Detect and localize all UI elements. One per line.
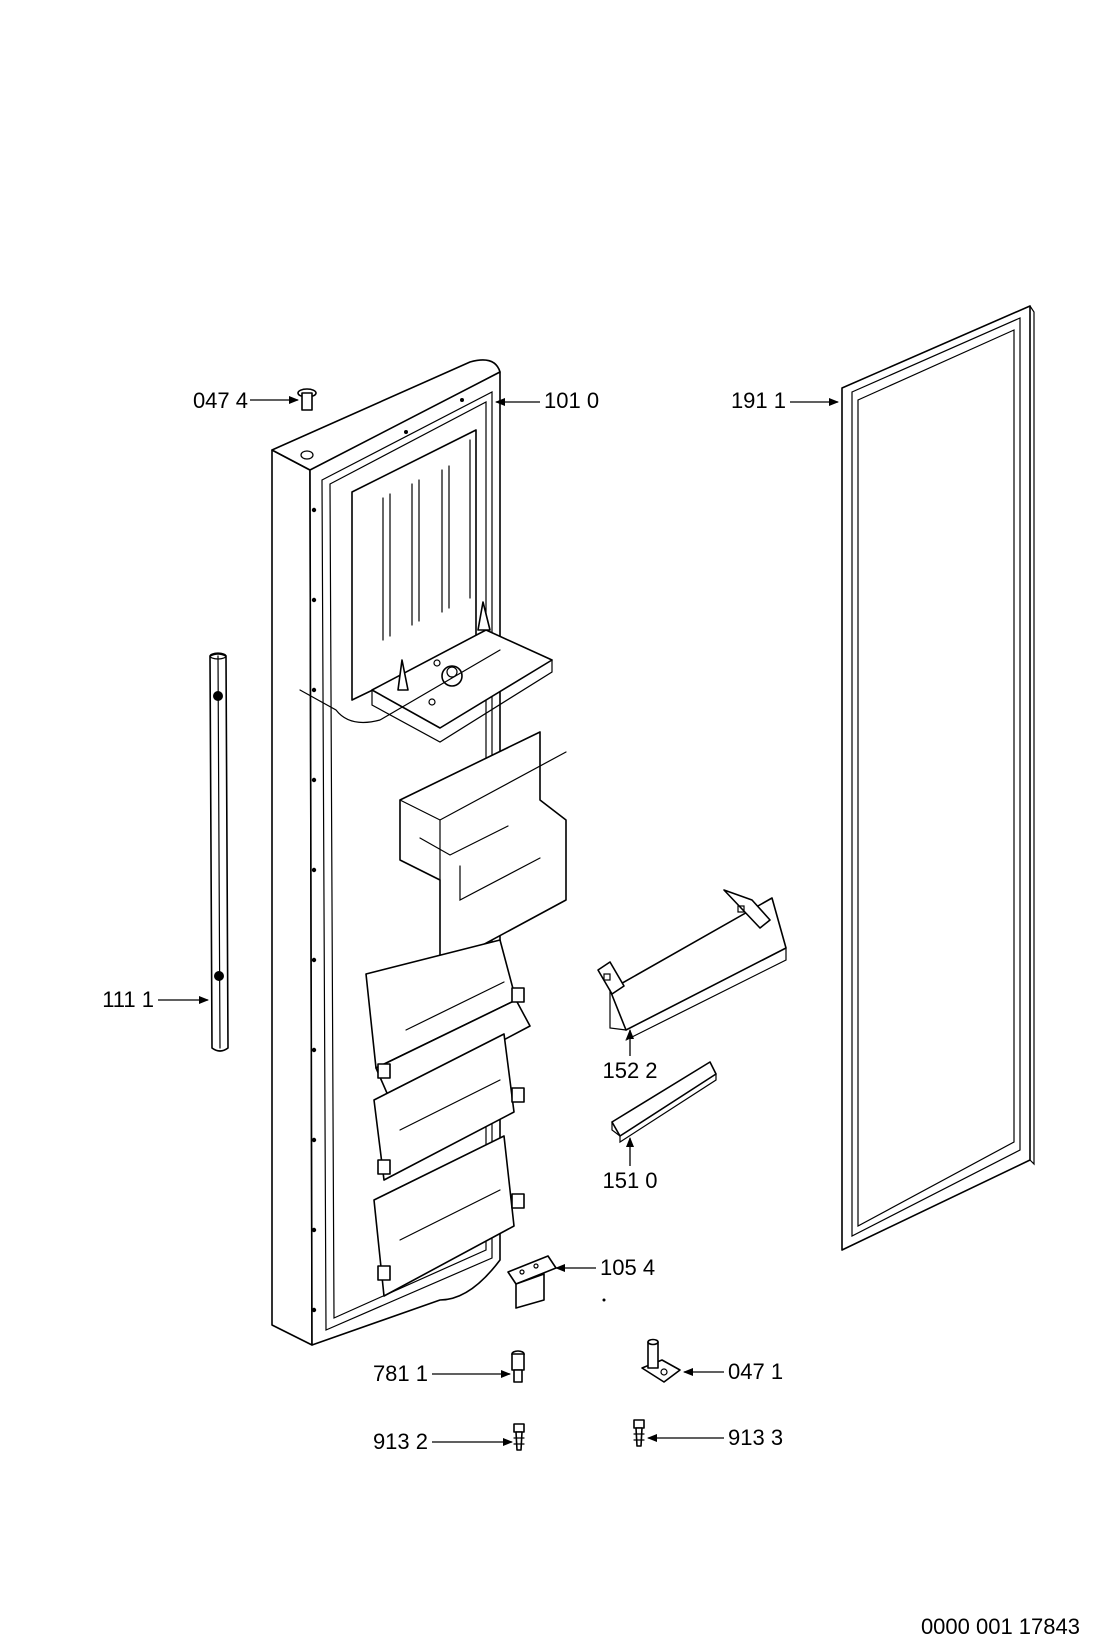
callout-781-1: 781 1 <box>373 1361 428 1386</box>
hinge-plate <box>507 1255 606 1309</box>
screw-913-2 <box>513 1423 525 1451</box>
callout-111-1: 111 1 <box>102 987 154 1012</box>
door-shelf <box>597 889 787 1041</box>
drawing-number: 0000 001 17843 <box>921 1614 1080 1639</box>
shelf-trim <box>611 1061 717 1144</box>
callout-152-2: 152 2 <box>602 1058 657 1083</box>
callout-101-0: 101 0 <box>544 388 599 413</box>
callout-191-1: 191 1 <box>731 388 786 413</box>
callout-047-1: 047 1 <box>728 1359 783 1384</box>
door-gasket <box>841 305 1035 1251</box>
callout-913-3: 913 3 <box>728 1425 783 1450</box>
callout-151-0: 151 0 <box>602 1168 657 1193</box>
door-handle <box>209 652 229 1052</box>
callout-105-4: 105 4 <box>600 1255 655 1280</box>
door-assembly <box>271 359 567 1346</box>
top-hinge-pin <box>297 388 317 411</box>
spacer <box>511 1350 525 1383</box>
callout-047-4: 047 4 <box>193 388 248 413</box>
leader-lines <box>158 396 839 1446</box>
edge-screw-holes <box>311 398 464 1313</box>
callout-913-2: 913 2 <box>373 1429 428 1454</box>
lower-hinge <box>641 1338 681 1383</box>
callout-labels: 047 4 101 0 191 1 111 1 152 2 151 0 105 … <box>102 388 1080 1639</box>
screw-913-3 <box>633 1419 645 1447</box>
